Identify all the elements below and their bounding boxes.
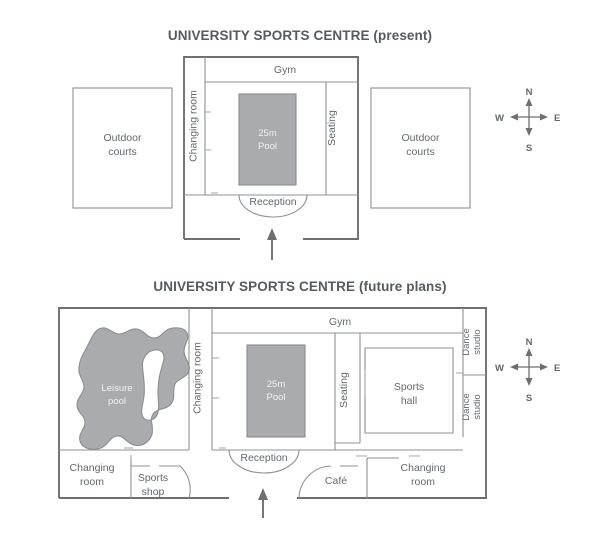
changing-room-door-marks xyxy=(205,111,211,151)
sports-hall-label-line1: Sports xyxy=(394,381,424,393)
reception-label-future: Reception xyxy=(240,452,287,464)
outdoor-courts-west-label-line2: courts xyxy=(108,146,137,158)
pool-label-line2: Pool xyxy=(258,141,277,152)
gym-label: Gym xyxy=(274,64,296,76)
seating-label-future: Seating xyxy=(338,372,350,408)
leisure-pool xyxy=(76,327,190,450)
outdoor-courts-west-label-line1: Outdoor xyxy=(104,132,142,144)
compass-west-label-future: W xyxy=(495,363,504,374)
changing-room-upper-label: Changing room xyxy=(192,342,204,414)
compass-rose-future: N S E W xyxy=(495,337,560,404)
entrance-arrow xyxy=(267,228,277,260)
sports-shop-door-arc xyxy=(159,465,191,499)
sports-hall-label-line2: hall xyxy=(401,395,417,407)
changing-room-lower-east-label-line1: Changing xyxy=(401,462,446,474)
changing-room-lower-east-label-line2: room xyxy=(411,476,435,488)
plan-present-drawing: Outdoor courts Outdoor courts Changing r… xyxy=(72,56,560,260)
compass-rose: N S E W xyxy=(495,87,560,154)
outdoor-courts-east-box xyxy=(370,87,471,209)
main-building-outline xyxy=(183,56,359,240)
dance-studio-upper-label-line1: Dance xyxy=(461,328,472,355)
sports-hall-box xyxy=(364,347,454,434)
reception-label: Reception xyxy=(249,196,296,208)
pool-label-line1: 25m xyxy=(258,128,277,139)
plan-future-title: UNIVERSITY SPORTS CENTRE (future plans) xyxy=(153,279,447,294)
sports-shop-label-line1: Sports xyxy=(138,472,168,484)
leisure-pool-label-line1: Leisure xyxy=(101,383,132,394)
compass-north-label-future: N xyxy=(526,337,533,348)
changing-room-upper-partitions xyxy=(188,308,213,450)
changing-room-lower-west-label-line2: room xyxy=(80,476,104,488)
plan-future-drawing: Leisure pool Changing room Gym 25m Pool … xyxy=(58,307,560,518)
dance-studio-upper-label-line2: studio xyxy=(472,329,483,354)
leisure-pool-label-line2: pool xyxy=(108,396,126,407)
compass-south-label-future: S xyxy=(526,393,532,404)
pool-25m xyxy=(238,93,297,186)
changing-room-upper-door-marks xyxy=(212,357,219,399)
compass-west-label: W xyxy=(495,113,504,124)
changing-room-lower-east-partition xyxy=(366,457,399,498)
plan-present-title: UNIVERSITY SPORTS CENTRE (present) xyxy=(167,28,433,43)
reception-desk-arc xyxy=(238,194,308,218)
compass-east-label: E xyxy=(554,113,560,124)
plan-future: UNIVERSITY SPORTS CENTRE (future plans) … xyxy=(0,270,600,539)
changing-room-lower-west-label-line1: Changing xyxy=(70,462,115,474)
cafe-door-arc xyxy=(298,465,332,499)
outdoor-courts-east-label-line1: Outdoor xyxy=(402,132,440,144)
changing-room-label: Changing room xyxy=(188,90,200,162)
reception-desk-arc-future xyxy=(228,449,300,474)
sports-shop-label-line2: shop xyxy=(142,486,165,498)
pool-label-future-line2: Pool xyxy=(266,392,285,403)
compass-east-label-future: E xyxy=(554,363,560,374)
seating-label: Seating xyxy=(326,110,338,146)
gym-label-future: Gym xyxy=(329,316,351,328)
outdoor-courts-east-label-line2: courts xyxy=(406,146,435,158)
entrance-arrow-future xyxy=(258,488,268,518)
compass-south-label: S xyxy=(526,143,532,154)
plan-present: UNIVERSITY SPORTS CENTRE (present) Outdo… xyxy=(72,28,560,260)
seating-partitions-future xyxy=(334,333,361,450)
cafe-label: Café xyxy=(325,475,347,487)
future-building-outline xyxy=(58,307,487,499)
pool-25m-future xyxy=(246,344,306,438)
compass-north-label: N xyxy=(526,87,533,98)
outdoor-courts-west-box xyxy=(72,87,173,209)
pool-label-future-line1: 25m xyxy=(267,379,286,390)
dance-studio-lower-label-line2: studio xyxy=(472,394,483,419)
dance-studio-lower-label-line1: Dance xyxy=(461,393,472,420)
